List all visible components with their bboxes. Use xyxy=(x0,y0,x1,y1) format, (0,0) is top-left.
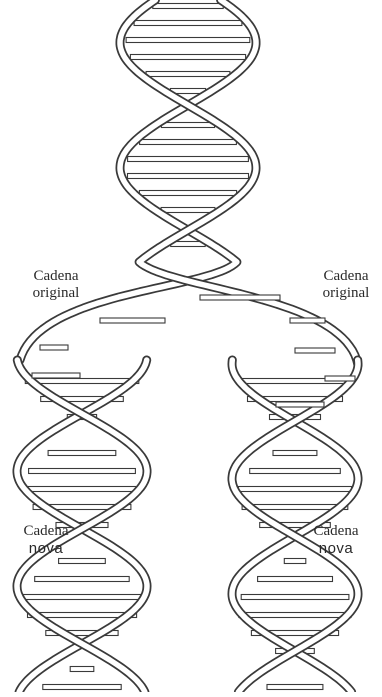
label-line1: Cadena xyxy=(300,523,372,540)
label-original-strand-right: Cadena original xyxy=(310,268,382,302)
label-line2: nova xyxy=(10,540,82,557)
free-base xyxy=(290,318,325,323)
base-pair-rung xyxy=(128,157,249,162)
base-pair-rung xyxy=(161,123,214,128)
base-pair-rung xyxy=(239,613,351,618)
base-pair-rung xyxy=(239,487,352,492)
base-pair-rung xyxy=(161,208,215,213)
base-pair-rung xyxy=(29,469,136,474)
free-base xyxy=(200,295,280,300)
label-line2: nova xyxy=(300,540,372,557)
base-pair-rung xyxy=(25,379,139,384)
free-base xyxy=(325,376,355,381)
base-pair-rung xyxy=(241,595,349,600)
base-pair-rung xyxy=(24,595,141,600)
base-pair-rung xyxy=(140,140,237,145)
base-pair-rung xyxy=(273,451,317,456)
label-line2: original xyxy=(20,285,92,302)
base-pair-rung xyxy=(153,4,223,9)
base-pair-rung xyxy=(126,38,250,43)
base-pair-rung xyxy=(23,487,141,492)
label-line1: Cadena xyxy=(10,523,82,540)
label-original-strand-left: Cadena original xyxy=(20,268,92,302)
label-line1: Cadena xyxy=(20,268,92,285)
base-pair-rung xyxy=(70,667,94,672)
label-line1: Cadena xyxy=(310,268,382,285)
free-base xyxy=(276,402,324,407)
free-base xyxy=(32,373,80,378)
free-base xyxy=(295,348,335,353)
base-pair-rung xyxy=(130,55,245,60)
label-line2: original xyxy=(310,285,382,302)
label-new-strand-left: Cadena nova xyxy=(10,523,82,557)
base-pair-rung xyxy=(139,191,236,196)
label-new-strand-right: Cadena nova xyxy=(300,523,372,557)
base-pair-rung xyxy=(35,577,130,582)
base-pair-rung xyxy=(59,559,106,564)
base-pair-rung xyxy=(250,469,341,474)
base-pair-rung xyxy=(48,451,116,456)
base-pair-rung xyxy=(267,685,323,690)
base-pair-rung xyxy=(258,577,333,582)
free-base xyxy=(40,345,68,350)
base-pair-rung xyxy=(146,72,230,77)
base-pair-rung xyxy=(134,21,242,26)
base-pair-rung xyxy=(284,559,306,564)
base-pair-rung xyxy=(43,685,121,690)
base-pair-rung xyxy=(128,174,249,179)
free-base xyxy=(100,318,165,323)
